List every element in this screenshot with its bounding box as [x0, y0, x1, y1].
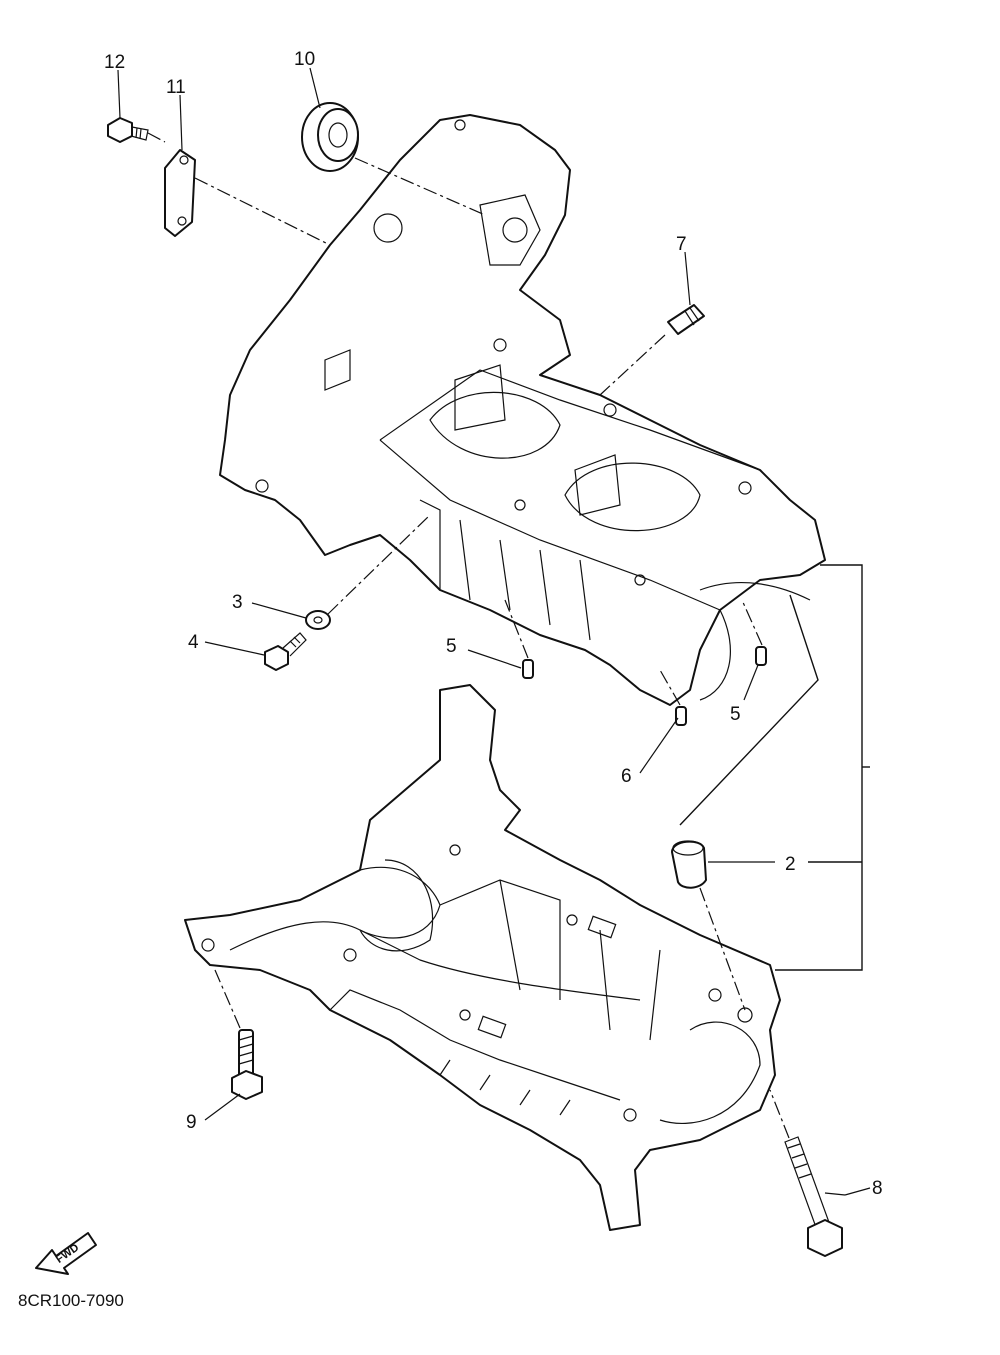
callout-10: 10: [294, 49, 315, 70]
callout-labels: 12 11 10 7 3 4 5 5 6 2 9 8: [104, 49, 883, 1199]
callout-12: 12: [104, 52, 125, 73]
callout-4: 4: [188, 632, 199, 653]
dowel-7: [667, 304, 705, 335]
bolt-9: [231, 1029, 263, 1100]
callout-5a: 5: [446, 636, 457, 657]
dowel-5b: [755, 646, 767, 666]
upper-crankcase: [219, 114, 826, 706]
dowel-6: [675, 706, 687, 726]
callout-5b: 5: [730, 704, 741, 725]
callout-6: 6: [621, 766, 632, 787]
fwd-arrow: FWD: [35, 1232, 97, 1275]
callout-8: 8: [872, 1178, 883, 1199]
plug-2: [671, 840, 707, 889]
bolt-8: [784, 1136, 843, 1257]
lower-crankcase: [184, 684, 781, 1231]
bolt-4: [264, 632, 307, 671]
dowel-5a: [522, 659, 534, 679]
assembly-lines: [147, 132, 790, 1139]
group-bracket-2: [679, 564, 870, 971]
bracket-11: [164, 149, 196, 237]
washer-3: [305, 610, 331, 630]
bolt-12: [107, 117, 149, 143]
diagram-code: 8CR100-7090: [18, 1291, 124, 1310]
bearing-10: [301, 102, 359, 172]
callout-3: 3: [232, 592, 243, 613]
callout-11: 11: [166, 77, 186, 98]
leader-lines: [117, 67, 871, 1196]
callout-2: 2: [785, 854, 796, 875]
callout-9: 9: [186, 1112, 197, 1133]
callout-7: 7: [676, 234, 687, 255]
